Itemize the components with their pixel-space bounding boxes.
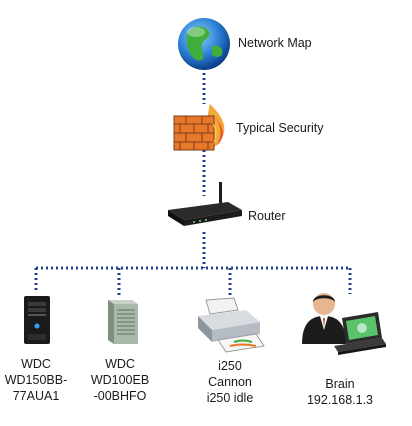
- server-tower-icon: [24, 296, 50, 344]
- device-3-label: i250 Cannon i250 idle: [206, 359, 254, 405]
- device-4-label: Brain 192.168.1.3: [306, 377, 374, 407]
- server-case-icon: [108, 300, 138, 344]
- typical-security-label: Typical Security: [236, 121, 324, 135]
- printer-icon: [198, 297, 265, 353]
- globe-icon: [178, 18, 230, 70]
- firewall-icon: [173, 104, 225, 151]
- router-icon: [168, 182, 242, 226]
- router-label: Router: [248, 209, 286, 223]
- device-1-label: WDC WD150BB- 77AUA1: [4, 357, 68, 403]
- device-2-label: WDC WD100EB -00BHFO: [90, 357, 150, 403]
- network-map-label: Network Map: [238, 36, 312, 50]
- user-laptop-icon: [302, 293, 386, 355]
